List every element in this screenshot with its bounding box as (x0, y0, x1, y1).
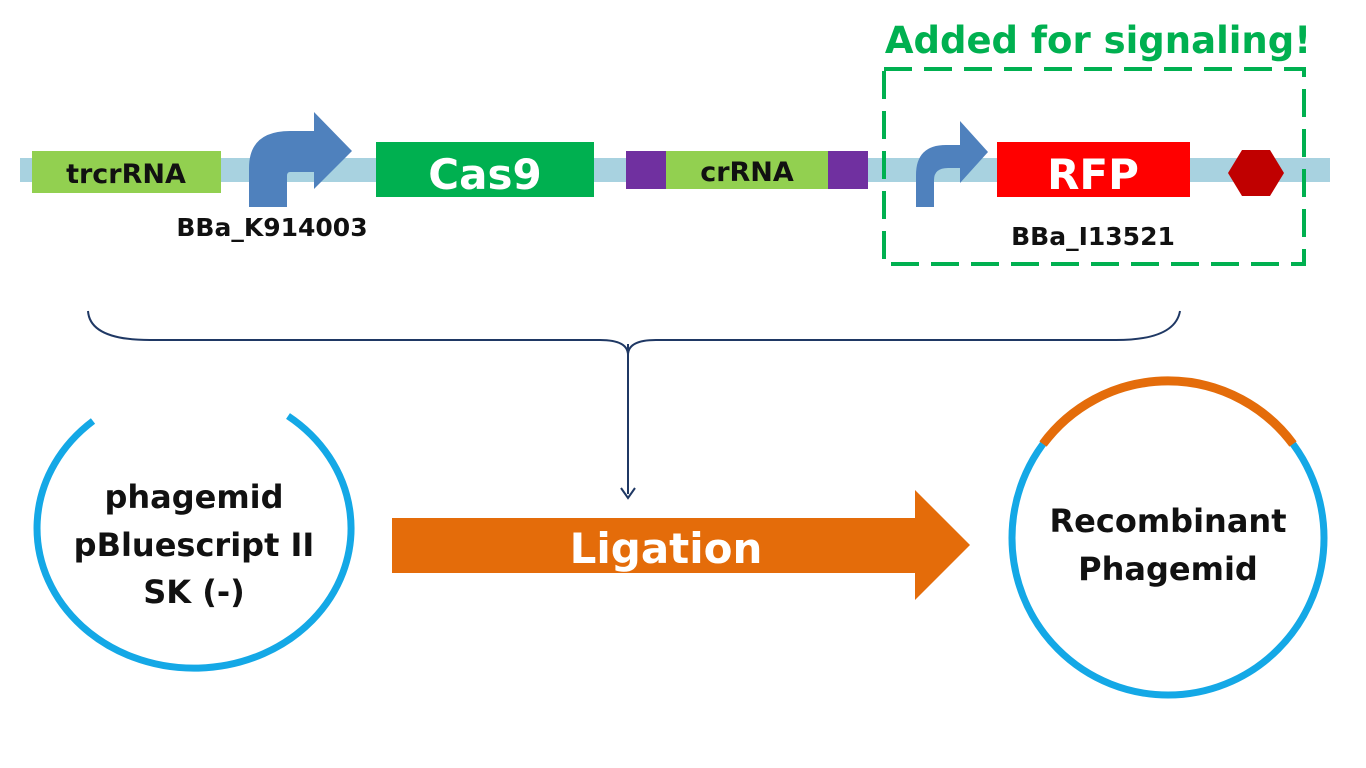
ligation-label: Ligation (570, 524, 763, 573)
product-line-1: Recombinant (1050, 502, 1287, 540)
signaling-box (882, 67, 1306, 266)
spacer-right (828, 151, 868, 189)
terminator-icon (1228, 150, 1284, 196)
cas9-label: Cas9 (428, 150, 541, 199)
promoter-arrow-icon (916, 121, 988, 207)
promoter-arrow-icon (249, 112, 352, 207)
crRNA-label: crRNA (700, 157, 794, 188)
down-arrow-head-icon (620, 487, 636, 500)
trcrRNA-label: trcrRNA (66, 159, 186, 190)
vector-plasmid-icon (33, 413, 355, 672)
rfp-label: RFP (1047, 150, 1139, 199)
trcrRNA-block (32, 151, 221, 193)
brace-icon (87, 310, 1181, 356)
promoter-label-1: BBa_K914003 (176, 213, 367, 242)
spacer-left (626, 151, 666, 189)
promoter-label-2: BBa_I13521 (1011, 222, 1175, 251)
rfp-block (997, 142, 1190, 197)
cas9-block (376, 142, 594, 197)
vector-line-1: phagemid (104, 478, 283, 516)
vector-line-3: SK (-) (143, 573, 245, 611)
ligation-arrow-icon (392, 490, 970, 600)
product-line-2: Phagemid (1078, 550, 1258, 588)
vector-line-2: pBluescript II (74, 526, 315, 564)
insert-arc-icon (1039, 376, 1297, 447)
crRNA-block (666, 151, 828, 189)
signaling-note: Added for signaling! (885, 19, 1311, 62)
